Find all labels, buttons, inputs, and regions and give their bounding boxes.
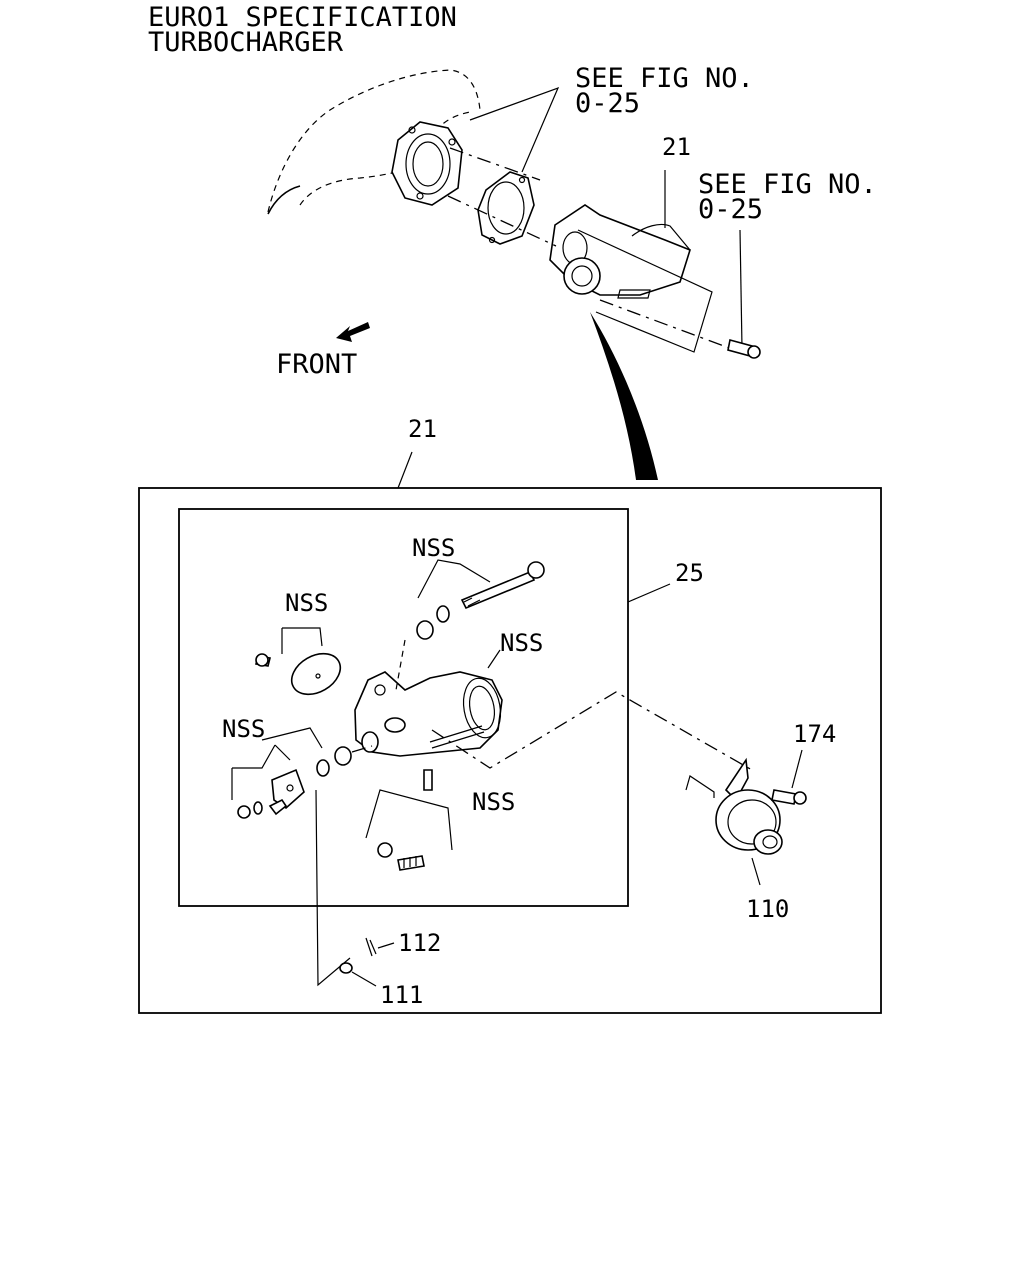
title-line-2: TURBOCHARGER xyxy=(148,27,344,58)
title-line-1: EURO1 SPECIFICATION xyxy=(148,2,457,33)
bolt-174 xyxy=(771,789,807,805)
ref-174: 174 xyxy=(793,720,836,748)
leader-112 xyxy=(377,942,395,949)
leader-110 xyxy=(751,857,761,886)
nss-valve-disc xyxy=(255,627,342,696)
outlet-elbow-assembly xyxy=(549,170,691,299)
actuator-alignment-line xyxy=(431,691,753,771)
nss-label-top: NSS xyxy=(412,534,455,562)
ref-111: 111 xyxy=(380,981,423,1009)
see-fig-upper-line-1: SEE FIG NO. xyxy=(575,63,754,94)
detail-frame-outer xyxy=(138,487,882,1014)
ref-110: 110 xyxy=(746,895,789,923)
leader-21-box xyxy=(397,451,413,489)
see-fig-right-line-2: 0-25 xyxy=(698,194,763,225)
leader-lines-upper xyxy=(469,86,743,353)
bolt-upper xyxy=(727,339,761,359)
ref-21-top: 21 xyxy=(662,133,691,161)
turbine-flange xyxy=(391,121,463,206)
detail-frame-inner xyxy=(178,508,629,907)
wastegate-actuator xyxy=(685,757,783,855)
leader-111-112-bracket xyxy=(315,789,351,987)
detail-pointer xyxy=(590,312,658,480)
nss-label-housing: NSS xyxy=(500,629,543,657)
nss-linkage-parts xyxy=(231,727,373,819)
clip-112 xyxy=(365,937,377,957)
ref-21-box: 21 xyxy=(408,415,437,443)
gasket xyxy=(477,171,535,245)
nss-wastegate-housing xyxy=(354,639,503,757)
see-fig-upper-line-2: 0-25 xyxy=(575,88,640,119)
washer-111 xyxy=(339,962,353,974)
nss-label-stud: NSS xyxy=(472,788,515,816)
front-arrow-icon xyxy=(336,322,370,342)
leader-111 xyxy=(351,971,377,987)
exploded-alignment-lines xyxy=(447,147,741,353)
ref-112: 112 xyxy=(398,929,441,957)
see-fig-right-line-1: SEE FIG NO. xyxy=(698,169,877,200)
front-label: FRONT xyxy=(276,349,357,380)
leader-25 xyxy=(627,583,671,603)
nss-label-linkage: NSS xyxy=(222,715,265,743)
nss-shaft-bolt xyxy=(416,559,545,640)
leader-174 xyxy=(791,749,803,789)
ref-25: 25 xyxy=(675,559,704,587)
nss-stud-nut xyxy=(365,769,453,871)
nss-label-disc: NSS xyxy=(285,589,328,617)
